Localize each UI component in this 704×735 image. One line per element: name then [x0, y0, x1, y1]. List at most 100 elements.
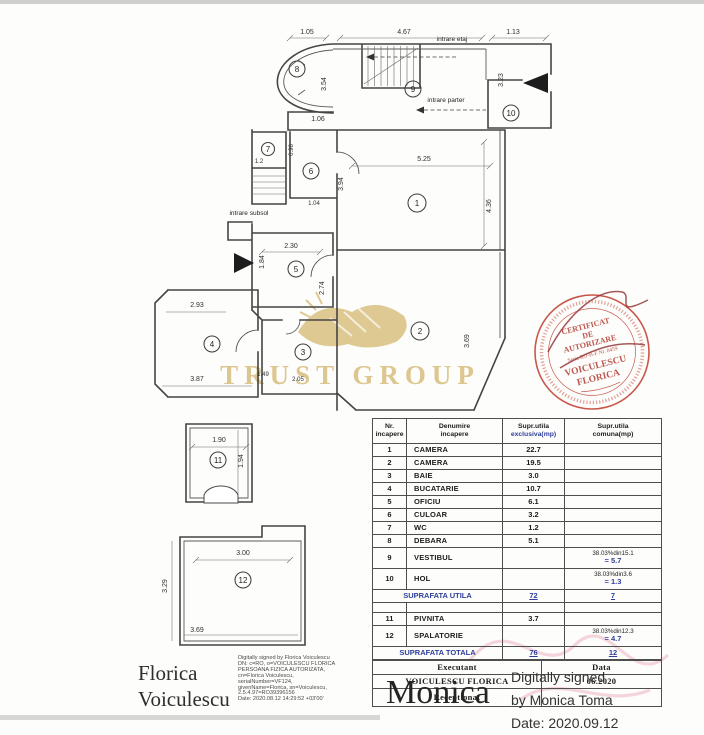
dimension-label: 0.96 — [289, 144, 295, 156]
room-number-circle — [209, 451, 227, 469]
entrance-arrow-etaj — [366, 53, 374, 61]
signature-detail-line: givenName=Florica, sn=Voiculescu, — [238, 684, 327, 691]
sparkle-icon — [299, 291, 323, 319]
cell-name: BUCATARIE — [406, 482, 503, 496]
cell-nr: 2 — [372, 456, 407, 470]
cell-com — [564, 456, 662, 470]
stamp-signature-flourish — [547, 290, 649, 369]
cell-com — [564, 482, 662, 496]
cell-com: 38.03%din3.6= 1.3 — [564, 568, 662, 590]
cell-nr: 8 — [372, 534, 407, 548]
cell-excl: 1.2 — [502, 521, 565, 535]
room-number-circle — [302, 162, 320, 180]
dimension-label: 3.00 — [236, 550, 250, 557]
florica-signature-name: Florica Voiculescu — [138, 660, 230, 712]
room-number-label: 10 — [507, 109, 516, 118]
cell-com — [564, 469, 662, 483]
receptionat-row: Receptionat — [372, 688, 662, 707]
room-number-label: 3 — [301, 348, 306, 357]
dimension-labels: 1.05 4.67 1.13 3.54 3.23 1.06 1.2 0.96 5… — [162, 29, 520, 634]
room-number-circle — [260, 141, 276, 157]
cell-name: PIVNITA — [406, 612, 503, 626]
stamp-inner-ring — [548, 308, 636, 396]
room-number-label: 11 — [214, 456, 223, 465]
dimension-label: 3.69 — [190, 627, 204, 634]
cell-nr: 4 — [372, 482, 407, 496]
room-number-label: 8 — [295, 65, 300, 74]
cell-excl — [502, 625, 565, 647]
door-arcs — [235, 151, 360, 353]
cell-name: CAMERA — [406, 443, 503, 457]
cell-nr: 1 — [372, 443, 407, 457]
stamp-outer-ring — [534, 294, 650, 410]
plan11-notch — [203, 485, 239, 504]
room-number-circle — [404, 80, 422, 98]
stair-hatch-lines — [252, 46, 419, 195]
monica-signature-details: Digitally signed by Monica Toma Date: 20… — [511, 666, 661, 735]
table-row-empty — [372, 602, 662, 613]
signature-detail-line: 2.5.4.97=RO39396156 — [238, 690, 295, 697]
cell-excl: 6.1 — [502, 495, 565, 509]
door-marker-triangle-top — [523, 73, 548, 93]
cell-excl: 3.0 — [502, 469, 565, 483]
dimension-label: 1.04 — [308, 201, 320, 207]
dimension-label: 2.30 — [284, 243, 298, 250]
cell-excl — [502, 547, 565, 569]
dimension-label: 4.36 — [486, 199, 493, 213]
cell-name: CULOAR — [406, 508, 503, 522]
room-number-label: 9 — [411, 85, 416, 94]
cell-com: 12 — [564, 646, 662, 660]
cell-com: 38.03%din12.3= 4.7 — [564, 625, 662, 647]
dimension-label: 3.87 — [190, 376, 204, 383]
signature-detail-line: Digitally signed by Florica Voiculescu — [238, 655, 330, 661]
signature-detail-line: DN: c=RO, o=VOICULESCU FLORICA — [238, 660, 336, 667]
signature-detail-line: PERSOANA FIZICA AUTORIZATA, — [238, 666, 326, 673]
room-number-circle — [410, 321, 430, 341]
room-number-label: 12 — [239, 576, 248, 585]
dimension-label: 4.67 — [397, 29, 411, 36]
cell-com — [564, 521, 662, 535]
dimension-label: 1.84 — [259, 255, 266, 269]
room-number-circle — [288, 60, 306, 78]
cell-name: DEBARA — [406, 534, 503, 548]
door-marker-triangle-subsol — [234, 253, 254, 273]
florica-first-name: Florica — [138, 661, 198, 685]
cell-excl: 3.7 — [502, 612, 565, 626]
signature-detail-line: by Monica Toma — [511, 692, 613, 708]
cell-name: BAIE — [406, 469, 503, 483]
room-number-label: 5 — [294, 265, 299, 274]
stamp-ring-text-dots — [539, 299, 645, 405]
monica-signature-name: Monica — [386, 674, 490, 711]
cell-excl: 19.5 — [502, 456, 565, 470]
florica-signature-details: Digitally signed by Florica Voiculescu D… — [238, 655, 342, 703]
dimension-label: 1.2 — [255, 159, 264, 165]
cell-com — [564, 534, 662, 548]
cell-excl: 72 — [502, 589, 565, 603]
room-number-label: 1 — [415, 199, 420, 208]
col-header-nr: Nr.incapere — [372, 418, 407, 444]
dimension-label: 3.69 — [464, 334, 471, 348]
room-number-circle — [407, 193, 427, 213]
room-number-circle — [502, 104, 520, 122]
cell-nr: 10 — [372, 568, 407, 590]
florica-last-name: Voiculescu — [138, 687, 230, 711]
cell-com: 7 — [564, 589, 662, 603]
cell-name: HOL — [406, 568, 503, 590]
cell-nr: 11 — [372, 612, 407, 626]
cell-nr: 9 — [372, 547, 407, 569]
cell-nr: 3 — [372, 469, 407, 483]
floor-plan-drawing: TRUST GROUP 1 2 3 4 5 6 7 8 9 10 11 12 1… — [154, 29, 670, 702]
signature-detail-line: Digitally signed — [511, 669, 606, 685]
